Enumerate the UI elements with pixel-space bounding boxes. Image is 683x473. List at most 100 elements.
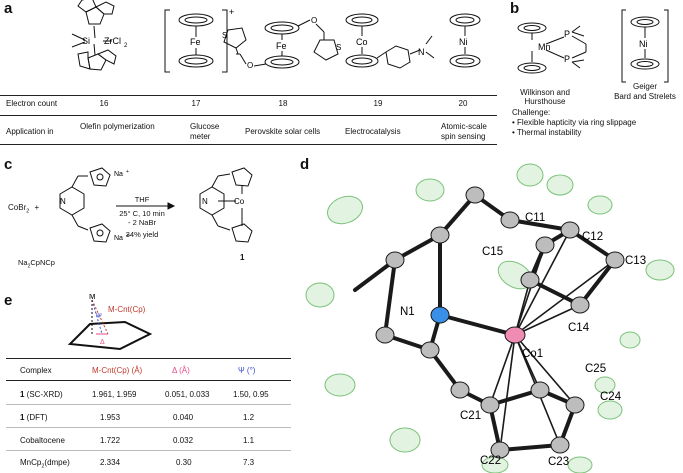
c-product-co: Co: [234, 197, 245, 206]
na-label-2: Na: [114, 235, 123, 242]
table-e-row-rule-2: [6, 427, 291, 428]
o-label-1: O: [311, 16, 317, 25]
electron-count-label: Electron count: [6, 99, 58, 108]
svg-text:C21: C21: [460, 410, 481, 422]
crystal-structure: C11 C12 C13 C15 C14 N1 Co1 C25 C21 C24 C…: [305, 163, 675, 473]
condition-nabr: - 2 NaBr: [128, 218, 156, 227]
zirconocene-structure: [71, 0, 117, 71]
ni-label: Ni: [459, 37, 468, 47]
application-glucose: Glucose meter: [190, 122, 220, 141]
cobalt-atom: [504, 326, 526, 344]
row-4-distance: 2.334: [100, 458, 121, 467]
carbon-atoms: [375, 186, 625, 459]
reagent-cobr2: CoBr2 +: [8, 203, 40, 215]
header-psi: Ψ (°): [238, 366, 256, 375]
co-label: Co: [356, 37, 368, 47]
si-label: Si: [82, 36, 90, 46]
nitrogen-atom: [430, 306, 450, 324]
row-1-distance: 1.961, 1.959: [92, 390, 137, 399]
fe2-label: Fe: [276, 41, 287, 51]
svg-text:C22: C22: [480, 455, 501, 467]
row-4-delta: 0.30: [176, 458, 192, 467]
svg-text:C23: C23: [548, 456, 569, 468]
svg-text:C25: C25: [585, 363, 606, 375]
panel-c-label: c: [4, 156, 13, 173]
ferrocene-ester-structure: [223, 19, 339, 69]
ferrocenium-structure: [164, 9, 228, 73]
co-cp-bonds: [489, 229, 616, 451]
caption-bard: Bard and Strelets: [614, 92, 676, 101]
n-label: N: [418, 47, 425, 57]
table-a-mid-rule: [0, 115, 497, 116]
count-19: 19: [373, 99, 383, 108]
condition-thf: THF: [134, 195, 150, 204]
na-sup-2: +: [126, 233, 129, 239]
cobaltocene-aryl-structure: [345, 13, 435, 69]
row-4-complex: MnCp2(dmpe): [20, 458, 70, 470]
fe-charge: +: [229, 7, 234, 17]
svg-text:C13: C13: [625, 255, 646, 267]
panel-c-scheme: N N Co Na + Na +: [59, 167, 253, 243]
hydrogen-atoms: [305, 163, 675, 473]
condition-yield: 34% yield: [125, 230, 159, 239]
svg-text:C15: C15: [482, 246, 503, 258]
application-label: Application in: [6, 127, 54, 136]
svg-text:N1: N1: [400, 306, 415, 318]
c-n-label: N: [60, 197, 66, 206]
row-4-psi: 7.3: [243, 458, 255, 467]
ligand-name: Na2CpNCp: [18, 258, 55, 270]
table-e-top-rule: [6, 358, 291, 359]
panel-d-label: d: [300, 156, 310, 173]
panel-e-label: e: [4, 292, 13, 309]
row-1-complex: 1 (SC-XRD): [20, 390, 63, 399]
zr-label: ZrCl: [104, 36, 121, 46]
condition-temp: 25° C, 10 min: [119, 209, 165, 218]
fe-label: Fe: [190, 37, 201, 47]
row-1-delta: 0.051, 0.033: [165, 390, 210, 399]
svg-text:C11: C11: [525, 212, 545, 224]
application-spin-sensing: Atomic-scale spin sensing: [441, 122, 487, 141]
application-perovskite: Perovskite solar cells: [245, 127, 321, 136]
panel-b-structures: Mn P P Ni: [517, 9, 669, 83]
row-2-psi: 1.2: [243, 413, 255, 422]
table-e-row-rule-1: [6, 404, 291, 405]
svg-text:C24: C24: [600, 391, 622, 403]
caption-wilkinson: Wilkinson and Hursthouse: [520, 88, 570, 106]
table-a-bottom-rule: [0, 144, 497, 145]
count-18: 18: [278, 99, 288, 108]
row-1-psi: 1.50, 0.95: [233, 390, 269, 399]
row-3-psi: 1.1: [243, 436, 255, 445]
panel-a-label: a: [4, 0, 13, 17]
row-3-distance: 1.722: [100, 436, 121, 445]
row-3-complex: Cobaltocene: [20, 436, 65, 445]
table-e-row-rule-3: [6, 450, 291, 451]
s-label-1: S: [336, 43, 341, 52]
delta-label: Δ: [100, 339, 105, 346]
challenge-item-2: • Thermal instability: [512, 128, 582, 137]
caption-geiger: Geiger: [632, 82, 657, 91]
atom-labels: C11 C12 C13 C15 C14 N1 Co1 C25 C21 C24 C…: [400, 212, 646, 468]
row-3-delta: 0.032: [173, 436, 194, 445]
header-delta: Δ (Å): [172, 366, 190, 375]
svg-text:C12: C12: [582, 231, 603, 243]
psi-label: Ψ: [96, 313, 102, 320]
table-e-header-rule: [6, 380, 291, 381]
m-label: M: [89, 294, 96, 301]
p-label-1: P: [564, 29, 570, 39]
challenge-title: Challenge:: [512, 108, 551, 117]
dist-label: M-Cnt(Cp): [108, 305, 146, 314]
row-2-delta: 0.040: [173, 413, 194, 422]
application-olefin: Olefin polymerization: [80, 122, 155, 131]
table-a-top-rule: [0, 95, 497, 96]
count-17: 17: [191, 99, 201, 108]
zr-sub: 2: [124, 43, 128, 49]
ni-b-label: Ni: [639, 39, 648, 49]
count-20: 20: [458, 99, 468, 108]
na-sup-1: +: [126, 169, 129, 175]
row-2-complex: 1 (DFT): [20, 413, 48, 422]
nickelocene-structure: [449, 13, 481, 68]
mn-label: Mn: [538, 42, 551, 52]
challenge-item-1: • Flexible hapticity via ring slippage: [512, 118, 637, 127]
na-label-1: Na: [114, 171, 123, 178]
o-label-2: O: [247, 61, 253, 70]
